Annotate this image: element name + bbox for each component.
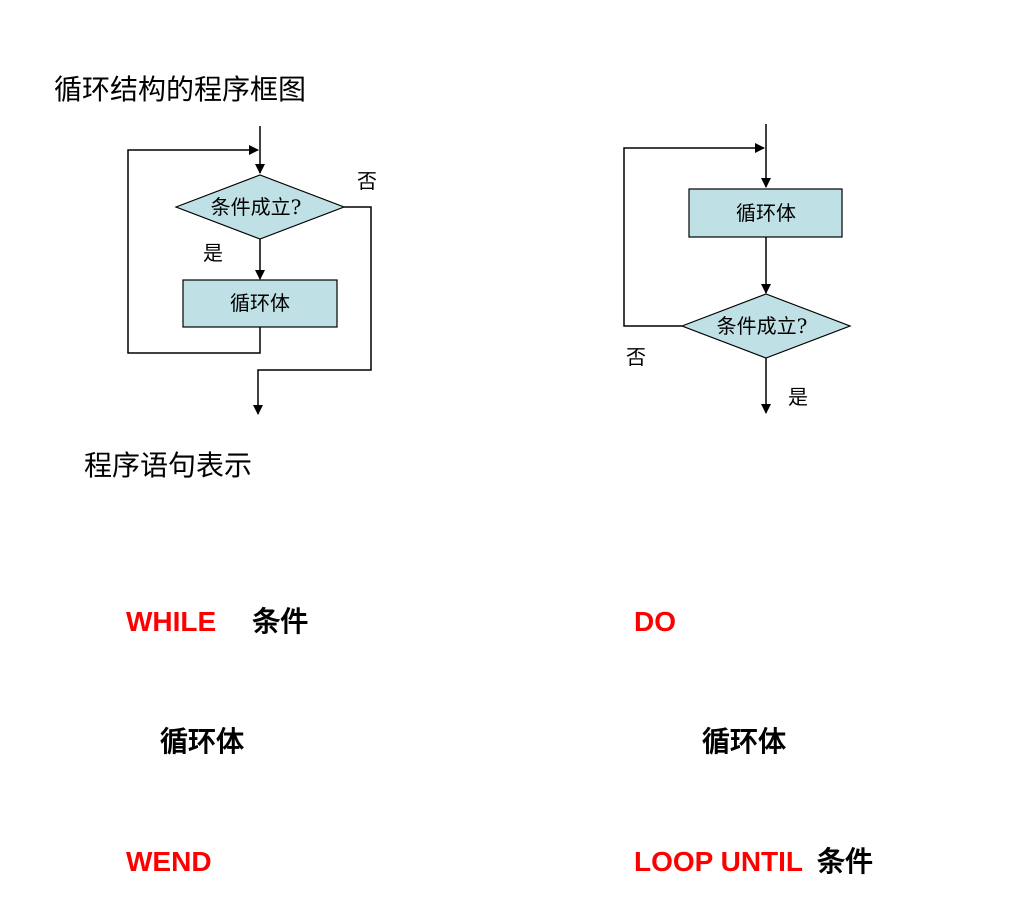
loop-body-box bbox=[688, 188, 843, 238]
while-flowchart: 条件成立? 是 循环体 否 bbox=[127, 126, 377, 415]
flowcharts: 条件成立? 是 循环体 否 循环体 条件成立? 否 是 bbox=[127, 124, 852, 415]
loop-body-label: 循环体 bbox=[736, 201, 796, 225]
condition-diamond bbox=[680, 293, 852, 359]
do-keyword: DO bbox=[634, 606, 676, 637]
wend-keyword: WEND bbox=[126, 846, 212, 877]
page-title: 循环结构的程序框图 bbox=[54, 73, 307, 106]
yes-label: 是 bbox=[788, 385, 808, 409]
condition-label: 条件成立? bbox=[211, 195, 302, 219]
no-label: 否 bbox=[626, 345, 646, 369]
until-condition: 条件 bbox=[817, 845, 874, 878]
no-label: 否 bbox=[357, 169, 377, 193]
while-line-2: 循环体 bbox=[126, 722, 308, 762]
loop-until-keyword: LOOP UNTIL bbox=[634, 846, 804, 877]
yes-label: 是 bbox=[203, 241, 223, 265]
while-line-1: WHILE 条件 bbox=[126, 602, 308, 642]
loop-back-arrow bbox=[127, 145, 261, 354]
until-line-1: DO bbox=[634, 602, 873, 642]
while-body: 循环体 bbox=[160, 725, 245, 758]
while-keyword: WHILE bbox=[126, 606, 217, 637]
until-body: 循环体 bbox=[702, 725, 787, 758]
loop-body-label: 循环体 bbox=[230, 291, 290, 315]
loop-back-arrow bbox=[623, 143, 765, 327]
section-subtitle: 程序语句表示 bbox=[84, 449, 253, 482]
until-flowchart: 循环体 条件成立? 否 是 bbox=[623, 124, 852, 414]
no-branch-arrow bbox=[253, 206, 372, 415]
while-code-block: WHILE 条件 循环体 WEND bbox=[126, 522, 308, 922]
while-line-3: WEND bbox=[126, 842, 308, 882]
until-line-3: LOOP UNTIL 条件 bbox=[634, 842, 873, 882]
until-code-block: DO 循环体 LOOP UNTIL 条件 bbox=[634, 522, 873, 922]
while-condition: 条件 bbox=[252, 605, 309, 638]
until-line-2: 循环体 bbox=[634, 722, 873, 762]
condition-label: 条件成立? bbox=[717, 314, 808, 338]
